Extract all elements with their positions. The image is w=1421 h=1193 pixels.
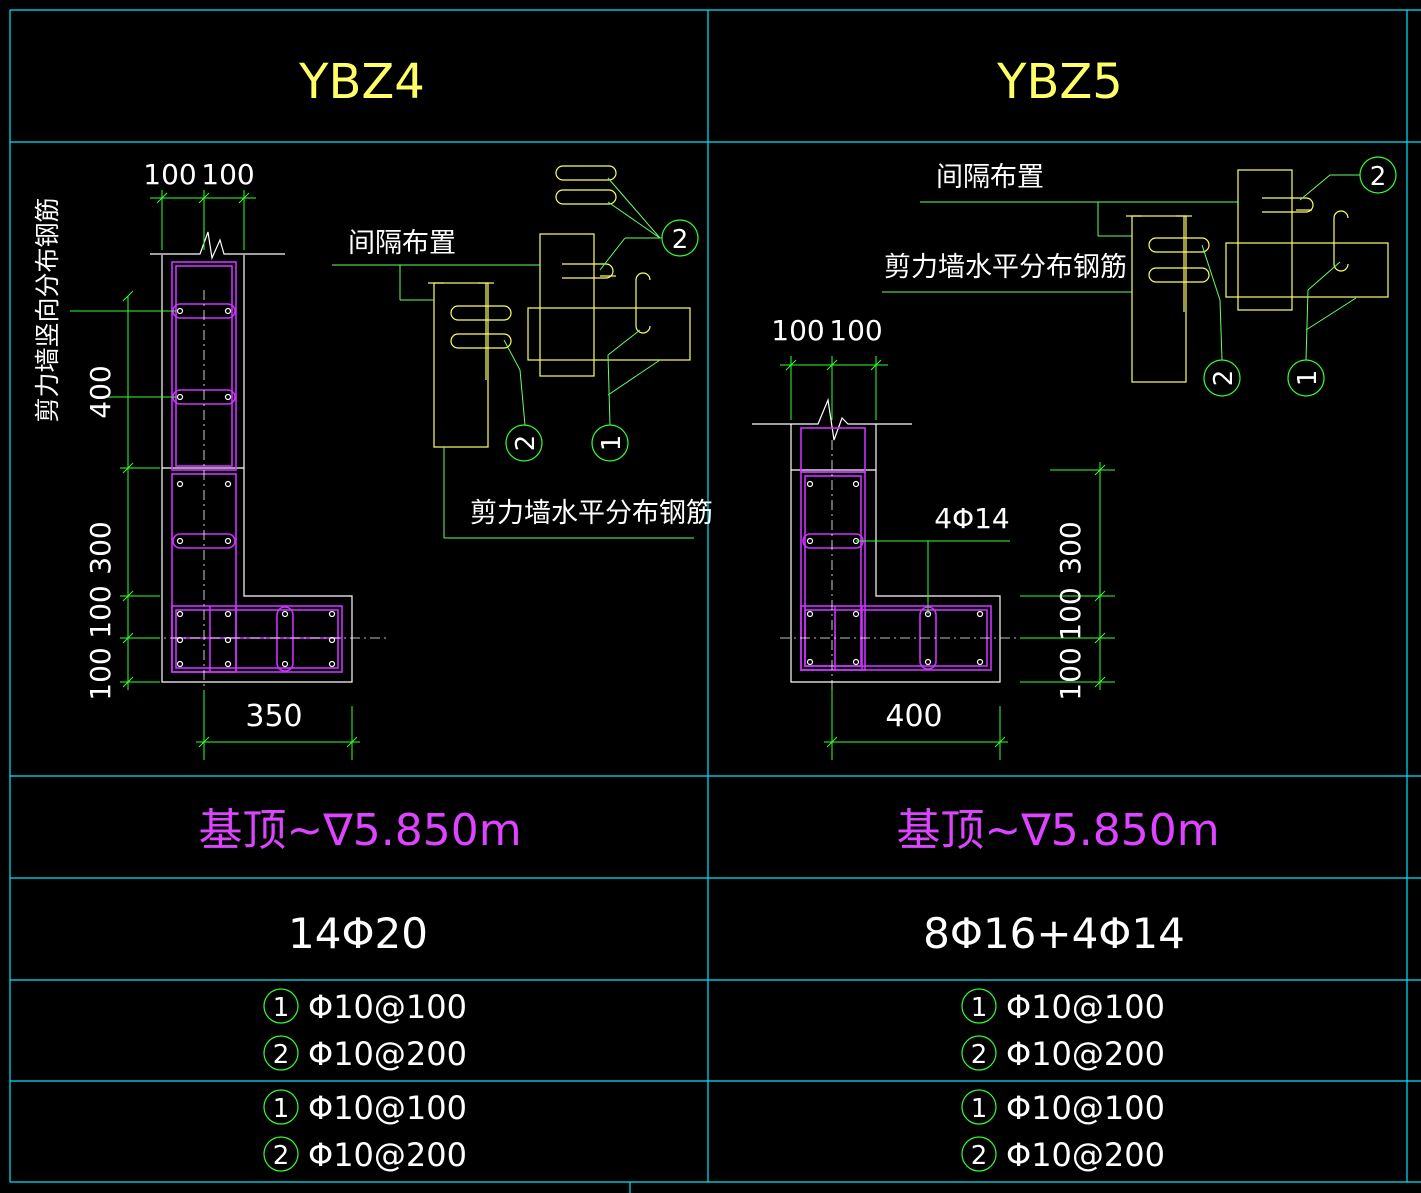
ybz5-dim-300: 300 (1054, 521, 1087, 574)
ybz4-tie-detail (332, 165, 699, 539)
ybz4-dim-100a: 100 (84, 585, 117, 638)
ybz4-dimensions (70, 190, 360, 760)
ybz5-stirrups-a: 1 Φ10@100 2 Φ10@200 (961, 988, 1165, 1073)
table-grid (9, 9, 1421, 1193)
ybz5-dim-100b: 100 (1054, 647, 1087, 700)
ybz5-label-spacing: 间隔布置 (936, 162, 1044, 193)
ybz5-label-horizontal-rebar: 剪力墙水平分布钢筋 (884, 252, 1127, 283)
ybz4-section: 100 100 400 300 100 100 350 剪力墙竖向分布钢筋 (33, 158, 713, 760)
ybz4-rebar-dots (176, 307, 336, 668)
ybz4-stirrup-b1-spec: Φ10@100 (308, 1089, 467, 1127)
ybz4-elevation: 基顶~∇5.850m (198, 805, 521, 856)
ybz4-stirrup-a2-num: 2 (273, 1040, 290, 1070)
ybz5-outline (752, 397, 1001, 683)
ybz5-stirrup-b2-num: 2 (971, 1141, 988, 1171)
column-title-ybz5: YBZ5 (996, 54, 1123, 110)
ybz5-rebar-dots (806, 480, 984, 666)
ybz4-dim-top-right: 100 (201, 158, 254, 191)
ybz5-dimensions (780, 356, 1115, 760)
ybz4-dim-100b: 100 (84, 647, 117, 700)
ybz4-stirrups-a: 1 Φ10@100 2 Φ10@200 (263, 988, 467, 1073)
ybz5-rebar-cage (800, 427, 992, 671)
ybz4-main-rebar: 14Φ20 (288, 909, 428, 958)
ybz4-stirrup-a1-num: 1 (273, 993, 290, 1023)
ybz5-elevation: 基顶~∇5.850m (896, 805, 1219, 856)
ybz5-stirrup-b1-num: 1 (971, 1094, 988, 1124)
ybz4-stirrup-b2-num: 2 (273, 1141, 290, 1171)
ybz5-dim-top-right: 100 (829, 314, 882, 347)
ybz4-label-spacing: 间隔布置 (348, 228, 456, 259)
ybz5-stirrup-a2-num: 2 (971, 1040, 988, 1070)
ybz4-dim-bottom: 350 (245, 699, 302, 734)
ybz4-stirrup-a1-spec: Φ10@100 (308, 988, 467, 1026)
ybz4-rebar-cage (171, 261, 343, 673)
ybz4-centerlines (130, 290, 386, 700)
ybz5-tie-detail (882, 156, 1397, 397)
ybz5-stirrup-a1-spec: Φ10@100 (1006, 988, 1165, 1026)
ybz5-callout-1: 1 (1293, 370, 1323, 387)
ybz5-callout-2: 2 (1370, 162, 1387, 192)
ybz5-stirrups-b: 1 Φ10@100 2 Φ10@200 (961, 1089, 1165, 1174)
ybz4-callout-2b: 2 (511, 435, 541, 452)
ybz5-dim-bottom: 400 (885, 699, 942, 734)
ybz5-dim-top-left: 100 (771, 314, 824, 347)
ybz4-callout-2: 2 (672, 225, 689, 255)
ybz4-stirrups-b: 1 Φ10@100 2 Φ10@200 (263, 1089, 467, 1174)
ybz4-dim-400: 400 (84, 365, 117, 418)
ybz4-callout-1: 1 (597, 435, 627, 452)
ybz4-dim-300: 300 (84, 521, 117, 574)
ybz5-stirrup-a2-spec: Φ10@200 (1006, 1035, 1165, 1073)
ybz5-dim-100a: 100 (1054, 587, 1087, 640)
ybz5-stirrup-b1-spec: Φ10@100 (1006, 1089, 1165, 1127)
ybz4-stirrup-b2-spec: Φ10@200 (308, 1136, 467, 1174)
ybz4-stirrup-a2-spec: Φ10@200 (308, 1035, 467, 1073)
ybz4-stirrup-b1-num: 1 (273, 1094, 290, 1124)
ybz5-callout-2b: 2 (1209, 370, 1239, 387)
ybz4-label-horizontal-rebar: 剪力墙水平分布钢筋 (470, 498, 713, 529)
ybz5-label-corner-rebar: 4Φ14 (934, 502, 1009, 535)
column-title-ybz4: YBZ4 (298, 54, 425, 110)
ybz5-section: 100 100 300 100 100 400 4Φ14 (752, 156, 1397, 760)
ybz4-label-vertical-rebar: 剪力墙竖向分布钢筋 (33, 197, 62, 422)
ybz4-dim-top-left: 100 (143, 158, 196, 191)
ybz5-stirrup-a1-num: 1 (971, 993, 988, 1023)
ybz5-centerlines (780, 440, 1030, 700)
ybz5-stirrup-b2-spec: Φ10@200 (1006, 1136, 1165, 1174)
ybz4-outline (150, 231, 353, 683)
ybz5-main-rebar: 8Φ16+4Φ14 (923, 909, 1185, 958)
